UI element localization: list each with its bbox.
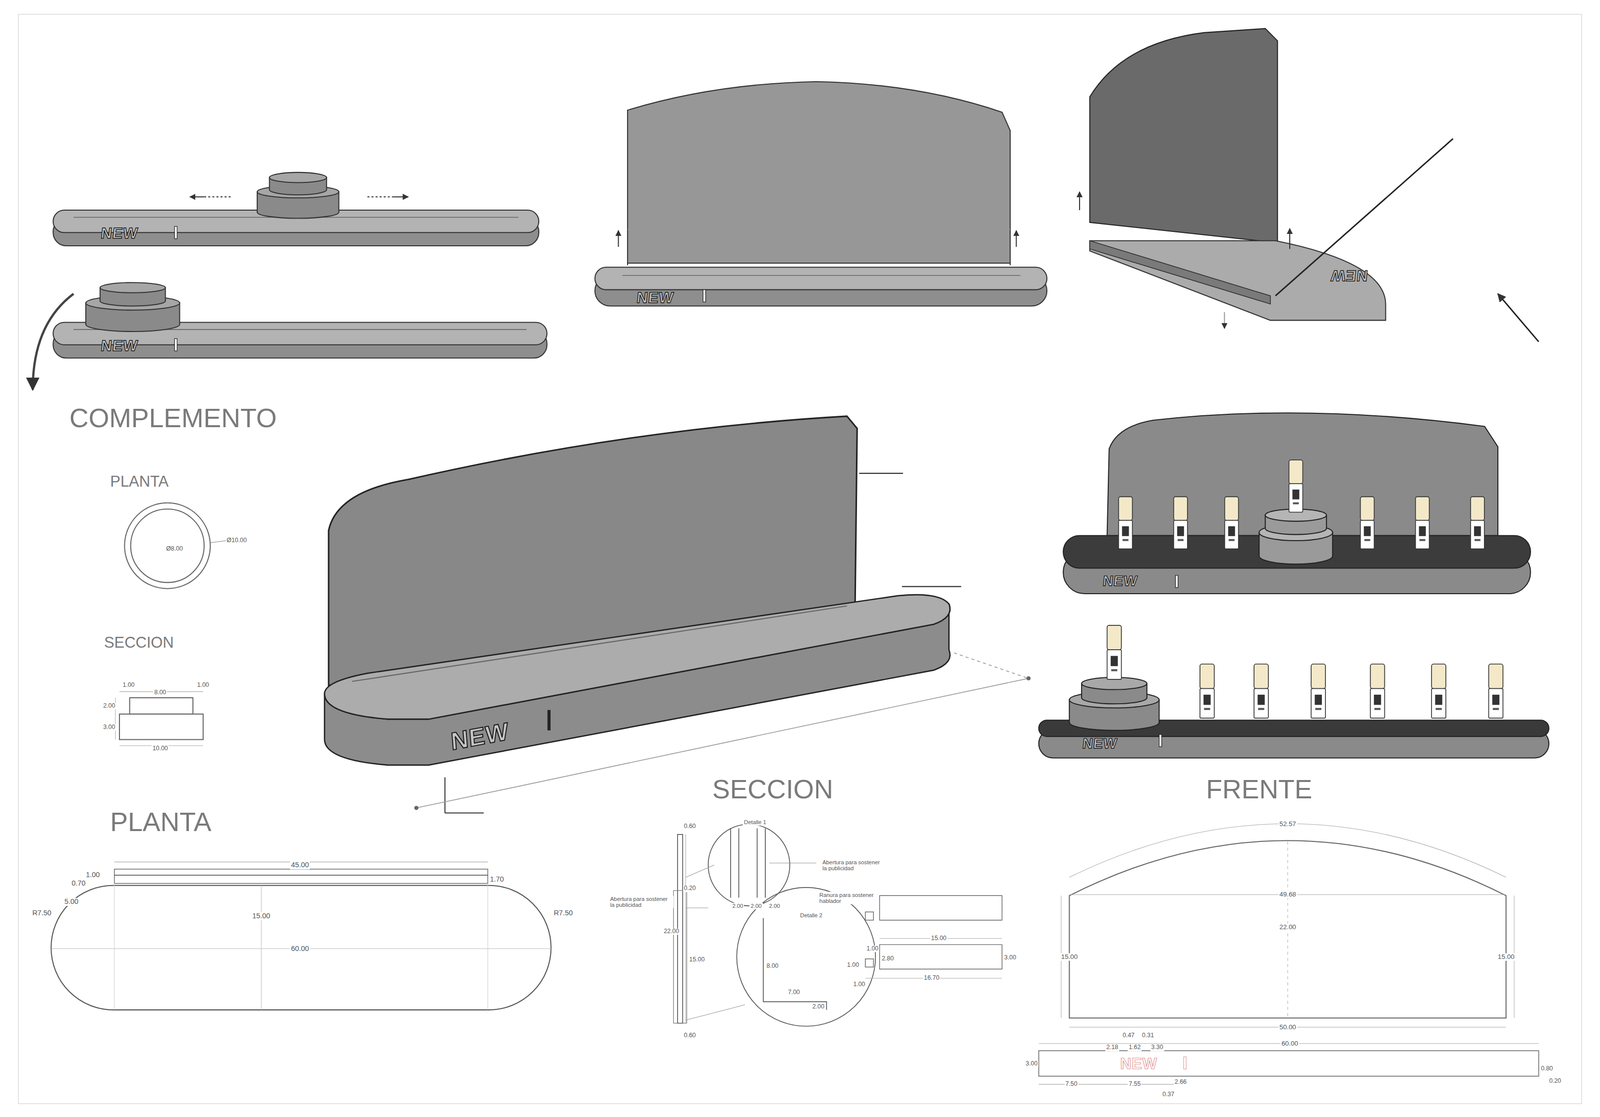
dimension: 1.00 — [846, 962, 860, 970]
dimension: 7.00 — [787, 989, 801, 997]
dimension: 0.80 — [1540, 1066, 1554, 1074]
logo-text: NEW — [1102, 573, 1140, 590]
logo-text: NEW — [100, 225, 140, 242]
dimension: 15.00 — [930, 935, 948, 943]
dimension: 50.00 — [1278, 1024, 1297, 1032]
dimension: 15.00 — [688, 956, 706, 964]
logo-text: NEW — [1081, 736, 1119, 752]
dimension: Ø8.00 — [165, 545, 184, 553]
dimension: R7.50 — [31, 909, 53, 918]
dimension: 2.80 — [880, 955, 895, 963]
dimension: 0.20 — [683, 885, 697, 893]
logo-text: NEW — [1120, 1055, 1158, 1073]
dimension: 8.00 — [153, 689, 168, 697]
dimension: 1.00 — [121, 682, 136, 690]
dimension: 1.00 — [865, 945, 880, 953]
dimension: 15.00 — [1060, 953, 1079, 962]
dimension: 1.00 — [196, 682, 211, 690]
dimension: 3.00 — [102, 724, 116, 732]
dimension: 5.00 — [63, 898, 80, 907]
dimension: 3.00 — [1003, 954, 1018, 962]
dimension: 10.00 — [151, 745, 170, 753]
view-heading: COMPLEMENTO — [69, 403, 277, 434]
dimension: 0.31 — [1141, 1032, 1155, 1040]
dimension: 1.70 — [489, 875, 506, 884]
dimension: 60.00 — [289, 945, 310, 954]
view-heading: FRENTE — [1205, 775, 1313, 805]
dimension: Detalle 2 — [799, 912, 824, 918]
view-heading: PLANTA — [110, 473, 169, 491]
dimension: R7.50 — [552, 909, 574, 918]
dimension: 49.68 — [1278, 891, 1297, 899]
dimension: 60.00 — [1280, 1040, 1299, 1048]
note: Ranura para sostener hablador — [819, 891, 877, 905]
logo-text: NEW — [100, 337, 140, 355]
dimension: 1.62 — [1127, 1044, 1142, 1052]
dimension: 1.00 — [852, 981, 866, 989]
dimension: 8.00 — [765, 963, 780, 971]
dimension: 2.00 — [811, 1003, 826, 1011]
dimension: 3.00 — [1024, 1060, 1039, 1068]
dimension: 0.60 — [683, 1032, 697, 1040]
note: Abertura para sostener la publicidad — [610, 895, 674, 909]
dimension: 1.00 — [84, 871, 101, 880]
view-heading: SECCION — [104, 634, 174, 652]
dimension: 2.18 — [1105, 1044, 1120, 1052]
view-heading: PLANTA — [110, 807, 212, 838]
dimension: 2.00 — [768, 903, 782, 910]
view-heading: SECCION — [712, 775, 834, 805]
dimension: 16.70 — [922, 974, 941, 982]
note: Abertura para sostener la publicidad — [822, 858, 886, 872]
dimension: 7.50 — [1064, 1081, 1079, 1089]
dimension: 2.66 — [1173, 1079, 1188, 1086]
dimension: 52.57 — [1278, 820, 1297, 829]
logo-text: NEW — [1329, 267, 1369, 285]
logo-text: NEW — [449, 717, 510, 756]
dimension: 15.00 — [1496, 953, 1516, 962]
dimension: 2.00 — [749, 903, 763, 910]
dimension: Ø10.00 — [225, 537, 248, 545]
dimension: 0.70 — [70, 879, 87, 888]
dimension: 0.20 — [1547, 1078, 1562, 1086]
dimension: 2.00 — [731, 903, 744, 910]
dimension: 15.00 — [251, 912, 272, 921]
dimension: 7.55 — [1127, 1081, 1142, 1089]
dimension: 22.00 — [662, 928, 681, 936]
dimension: 2.00 — [102, 702, 116, 710]
dimension: 45.00 — [289, 861, 310, 870]
dimension: 3.30 — [1150, 1044, 1165, 1052]
dimension: 0.37 — [1161, 1091, 1176, 1099]
dimension: 22.00 — [1278, 923, 1297, 932]
logo-text: NEW — [635, 289, 675, 307]
dimension: Detalle 1 — [742, 819, 768, 826]
dimension: 0.47 — [1121, 1032, 1136, 1040]
dimension: 0.60 — [683, 823, 697, 831]
